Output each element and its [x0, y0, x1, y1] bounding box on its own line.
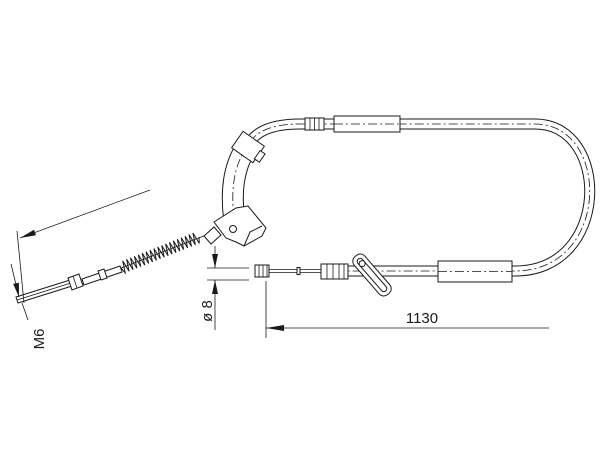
thread-label: M6	[31, 329, 48, 350]
bracket-sleeve-tab	[253, 149, 266, 163]
lower-fitting-body	[320, 263, 349, 280]
oblique-dimension-line	[19, 189, 151, 239]
length-label: 1130	[406, 310, 438, 327]
threaded-end-assembly	[15, 231, 215, 304]
bottom-sleeve	[437, 260, 513, 283]
lower-fitting	[320, 263, 349, 280]
inner-cable	[269, 267, 321, 275]
oblique-arrowhead	[20, 229, 36, 238]
clip-knob	[358, 260, 366, 268]
conduit-outline	[245, 118, 596, 277]
top-ferrule	[304, 117, 325, 131]
diameter-arrowhead	[212, 280, 218, 294]
end-nipple	[254, 264, 270, 278]
end-nipple-body	[254, 264, 270, 278]
mounting-bracket	[203, 130, 267, 247]
conduit	[221, 118, 596, 277]
retaining-clip	[352, 253, 392, 297]
conduit-fill	[246, 119, 595, 276]
return-spring	[120, 232, 200, 275]
diameter-arrowhead	[212, 254, 218, 268]
diameter-label: ø 8	[199, 300, 216, 322]
inner-cable-marker	[296, 267, 301, 275]
length-arrowhead	[266, 325, 284, 331]
thread-extension-line	[16, 230, 25, 304]
bracket-body-edge	[243, 225, 263, 247]
end-nut	[67, 273, 84, 291]
thread-arrowhead	[13, 282, 19, 297]
threaded-rod-axis	[16, 282, 72, 301]
conduit-centerline	[232, 123, 590, 272]
adjuster-collar	[97, 268, 108, 281]
thread-leader-line	[21, 302, 29, 321]
thread-dimension: M6	[10, 189, 151, 350]
end-nut-edge	[72, 275, 78, 289]
spring-axis	[120, 231, 215, 269]
bracket-collar	[203, 226, 222, 245]
length-dimension: 1130	[265, 281, 549, 338]
diameter-dimension: ø 8	[199, 246, 249, 330]
bracket-hole	[229, 225, 237, 233]
top-sleeve	[333, 115, 401, 133]
clip-inner	[356, 257, 388, 293]
bracket-body	[213, 205, 267, 247]
